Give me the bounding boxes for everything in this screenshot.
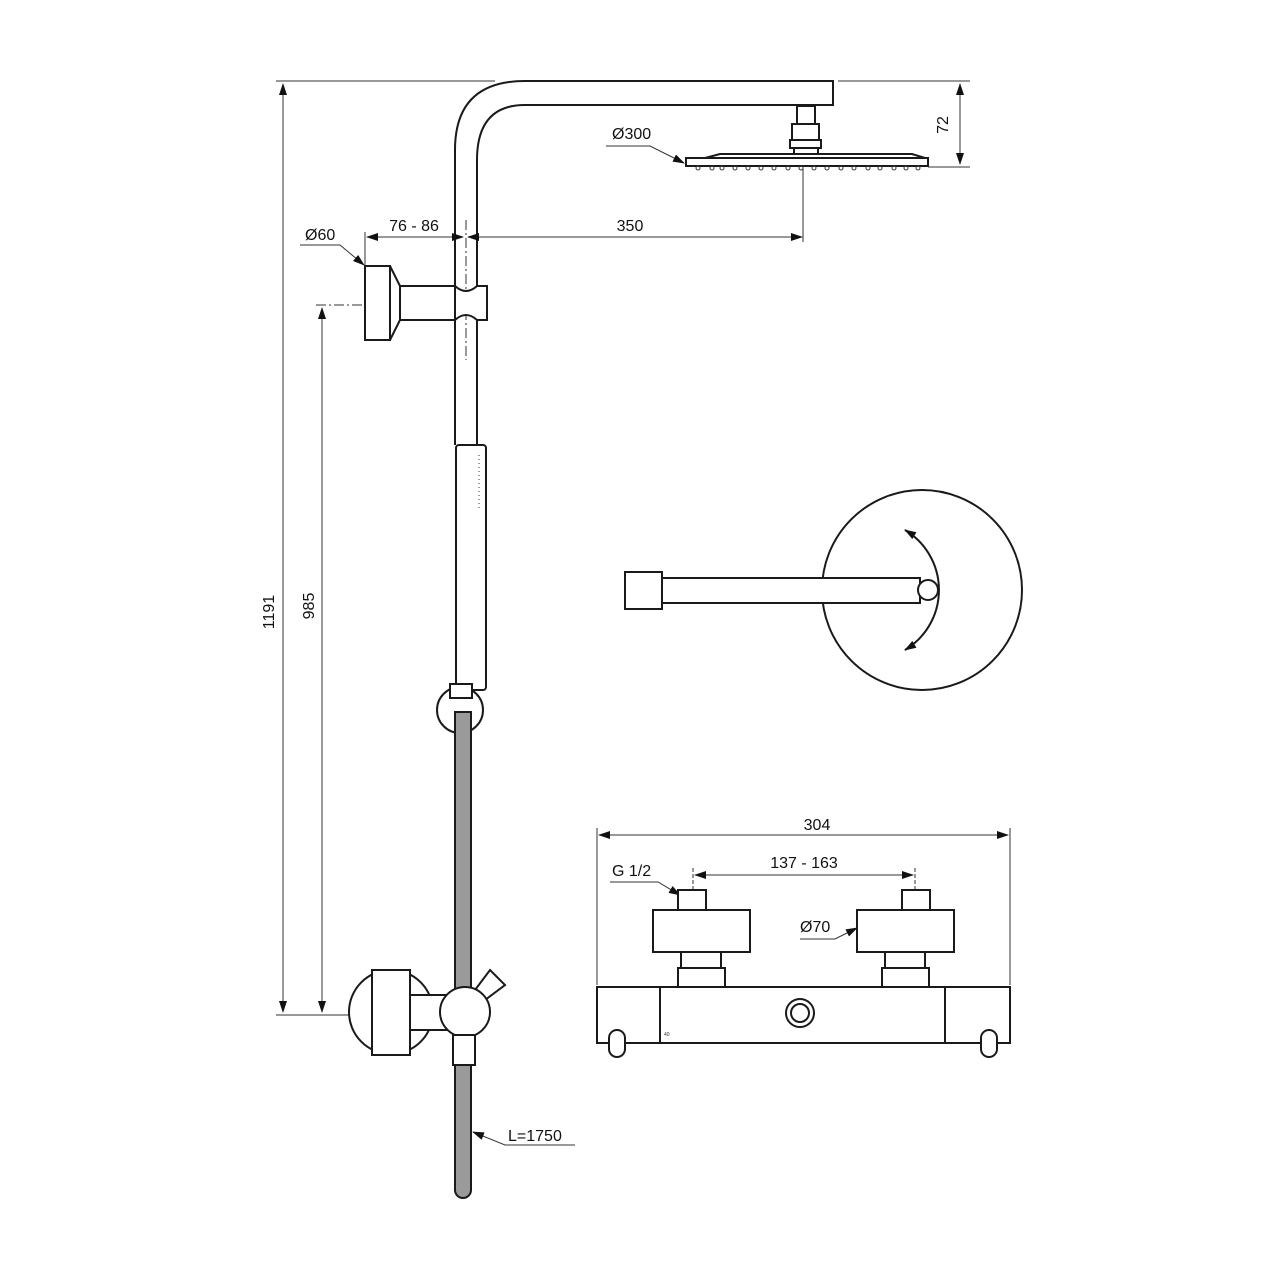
- bracket-diameter-label: Ø60: [305, 227, 335, 244]
- bracket-height-label: 985: [301, 593, 318, 620]
- shower-head-top-view: [624, 489, 1023, 691]
- thread-label: G 1/2: [612, 863, 651, 880]
- arm-reach-label: 350: [617, 218, 644, 235]
- wall-offset-dimension: 76 - 86: [364, 218, 464, 265]
- inlet-spacing-dimension: 137 - 163: [692, 855, 916, 915]
- hose-length-label: L=1750: [508, 1128, 562, 1145]
- total-height-label: 1191: [261, 595, 278, 630]
- shower-head: [685, 105, 929, 242]
- temp-mark-label: 40: [664, 1032, 670, 1038]
- cover-diameter-label: Ø70: [800, 919, 830, 936]
- head-diameter-callout: Ø300: [606, 126, 685, 164]
- thread-callout: G 1/2: [610, 863, 681, 896]
- mixer-side-view: [348, 968, 507, 1066]
- head-drop-dimension: 72: [838, 80, 970, 168]
- hand-shower: [455, 444, 487, 691]
- mixer-width-dimension: 304: [596, 817, 1011, 985]
- wall-offset-label: 76 - 86: [389, 218, 439, 235]
- wall-bracket: [364, 265, 488, 341]
- mixer-body: 40: [596, 889, 1011, 1058]
- bracket-height-dimension: 985: [301, 304, 395, 1013]
- bracket-diameter-callout: Ø60: [300, 227, 365, 266]
- inlet-spacing-label: 137 - 163: [770, 855, 838, 872]
- head-diameter-label: Ø300: [612, 126, 651, 143]
- shower-hose: L=1750: [454, 711, 575, 1199]
- arm-reach-dimension: 350: [467, 218, 803, 241]
- rotation-arrow-icon: [904, 529, 940, 651]
- total-height-dimension: 1191: [261, 80, 495, 1016]
- head-drop-label: 72: [935, 116, 952, 134]
- mixer-width-label: 304: [804, 817, 831, 834]
- shower-riser: [454, 80, 834, 445]
- nozzles: [695, 165, 921, 171]
- cover-diameter-callout: Ø70: [800, 919, 858, 940]
